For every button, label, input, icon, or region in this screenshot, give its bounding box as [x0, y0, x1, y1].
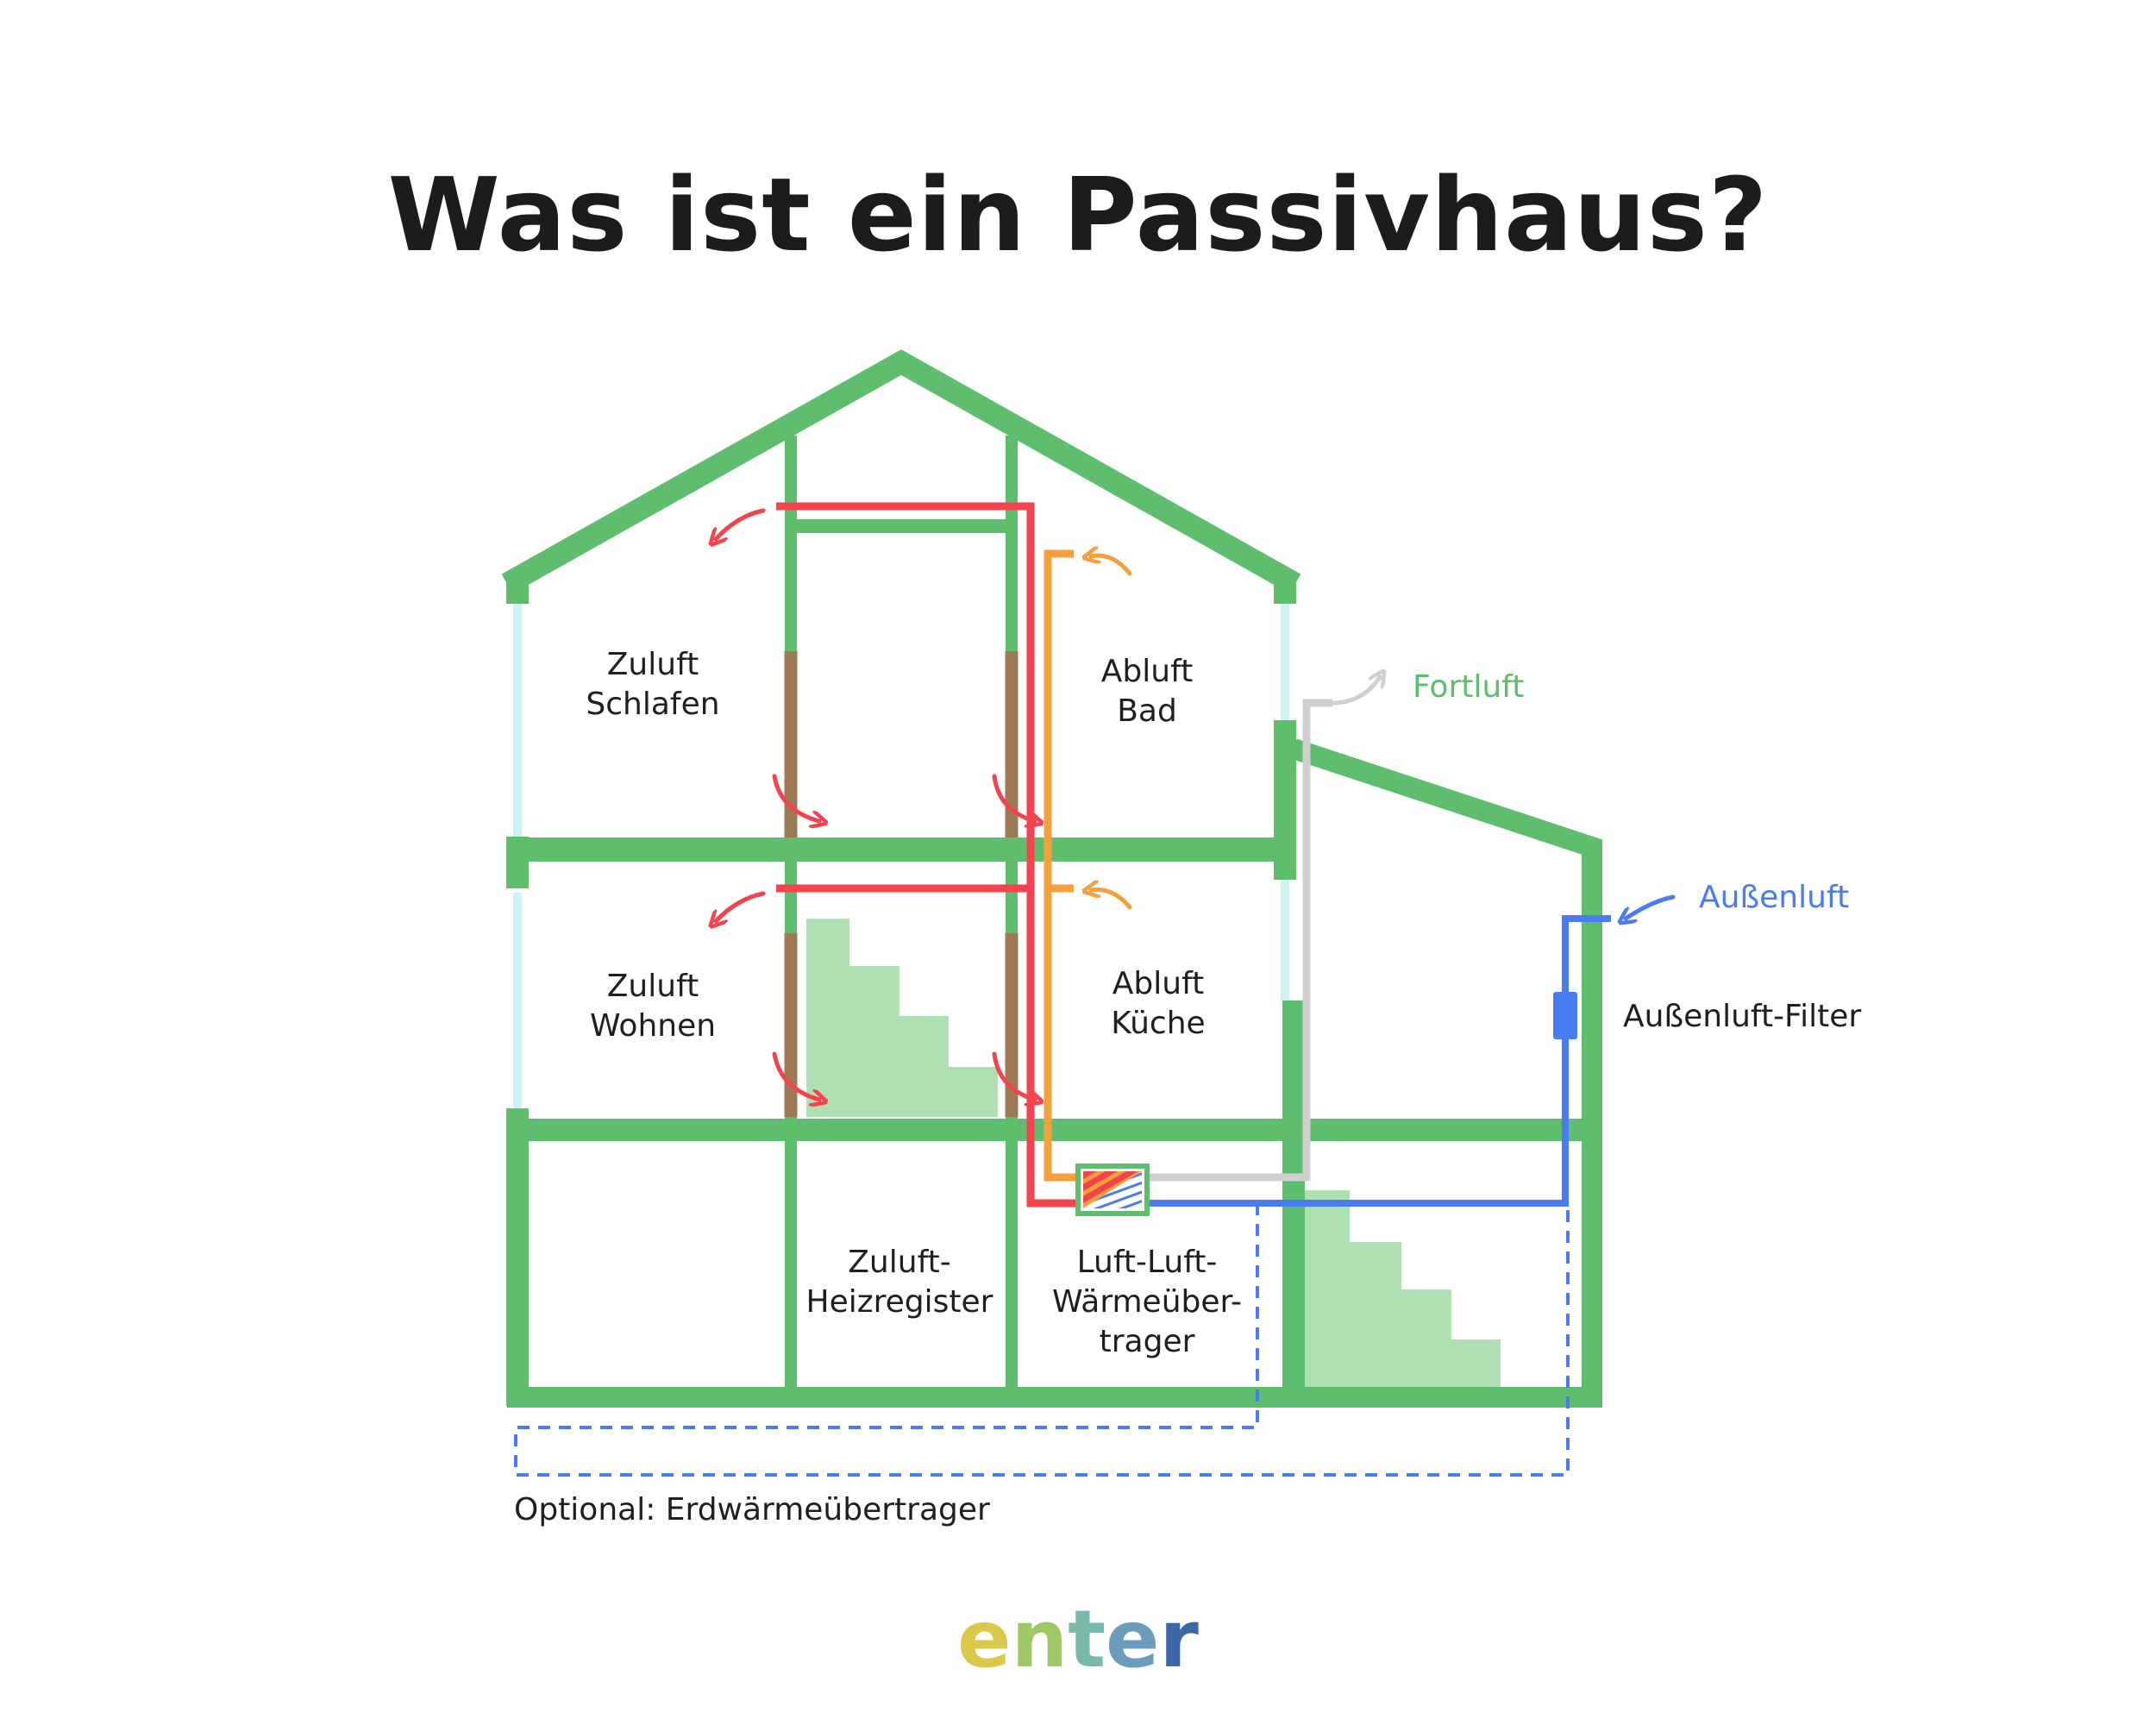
label-aussenluft: Außenluft [1699, 880, 1849, 915]
arrow-supply-wohnen [716, 891, 766, 921]
windows [513, 604, 1289, 1113]
logo-letter-2: n [1012, 1593, 1069, 1685]
extract-air-ducts [1044, 549, 1078, 1182]
room-labels: Zuluft Schlafen Abluft Bad Zuluft Wohnen… [586, 647, 1242, 1359]
label-zuluft-wohnen-2: Wohnen [590, 1008, 716, 1044]
aussenluft-filter-icon [1553, 992, 1577, 1039]
logo-letter-1: e [957, 1593, 1011, 1685]
label-waermeuebertrager-3: trager [1100, 1324, 1195, 1359]
logo-letter-4: e [1106, 1593, 1159, 1685]
logo-letter-5: r [1159, 1593, 1199, 1685]
stairs-lower [1302, 1190, 1501, 1387]
arrow-extract-bad [1091, 555, 1132, 576]
logo-letter-3: t [1068, 1593, 1106, 1685]
label-fortluft: Fortluft [1413, 669, 1524, 705]
heat-exchanger-icon [1075, 1164, 1150, 1216]
stairs-upper [806, 919, 998, 1117]
label-aussenluft-filter: Außenluft-Filter [1623, 999, 1861, 1034]
erdwaerme-duct [514, 1203, 1570, 1477]
label-abluft-kueche-1: Abluft [1112, 966, 1204, 1001]
label-erdwaerme: Optional: Erdwärmeübertrager [514, 1492, 990, 1527]
arrow-supply-down-4 [992, 1051, 1035, 1100]
page-title: Was ist ein Passivhaus? [387, 155, 1769, 274]
exhaust-air-duct [1147, 699, 1332, 1182]
arrow-aussenluft [1626, 894, 1676, 919]
supply-air-ducts [776, 502, 1082, 1208]
label-waermeuebertrager-1: Luft-Luft- [1077, 1245, 1218, 1280]
label-abluft-bad-2: Bad [1117, 693, 1177, 729]
arrow-supply-down-2 [992, 774, 1035, 821]
label-zuluft-schlafen-1: Zuluft [607, 647, 699, 682]
label-zuluft-schlafen-2: Schlafen [586, 687, 719, 722]
enter-logo: enter [957, 1593, 1199, 1685]
label-heizregister-2: Heizregister [806, 1284, 993, 1320]
arrow-supply-down-1 [772, 774, 819, 821]
arrow-supply-schlafen [716, 508, 766, 539]
label-abluft-bad-1: Abluft [1101, 654, 1193, 689]
arrow-fortluft [1330, 677, 1380, 706]
label-zuluft-wohnen-1: Zuluft [607, 969, 699, 1004]
label-heizregister-1: Zuluft- [848, 1245, 950, 1280]
arrow-extract-kueche [1091, 889, 1132, 910]
flow-arrows [716, 508, 1676, 1100]
arrow-supply-down-3 [772, 1051, 819, 1100]
house-structure [501, 349, 1602, 1408]
label-abluft-kueche-2: Küche [1111, 1006, 1205, 1041]
outdoor-air-duct [1147, 915, 1611, 1207]
label-waermeuebertrager-2: Wärmeüber- [1052, 1284, 1242, 1320]
